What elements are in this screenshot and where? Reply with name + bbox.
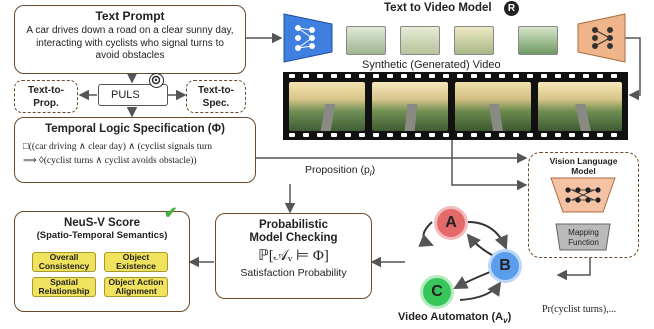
state-c: C — [420, 275, 454, 309]
state-a: A — [434, 206, 468, 240]
model-checking-formula: ℙ[𝒜ᵥ ⊨ Φ] — [258, 248, 329, 264]
tl-spec-line2: ⟹ ◊(cyclist turns ∧ cyclist avoids obsta… — [23, 156, 197, 166]
state-b-label: B — [499, 257, 511, 274]
tl-spec-line1: □((car driving ∧ clear day) ∧ (cyclist s… — [23, 142, 212, 152]
arrow-video-to-vlm — [451, 140, 528, 191]
tl-spec-box: Temporal Logic Specification (Φ) □((car … — [14, 117, 256, 183]
puls-box: PULS — [98, 84, 168, 106]
t2v-title: Text to Video Model — [384, 2, 492, 14]
video-frame-3 — [455, 82, 531, 131]
latent-frame-1 — [346, 26, 386, 55]
model-checking-caption: Satisfaction Probability — [240, 267, 347, 279]
neusv-title: NeuS-V Score — [63, 217, 141, 229]
proposition-sub: i — [369, 169, 372, 179]
mapping-function-label: Mapping Function — [568, 228, 599, 247]
text-to-spec-label: Text-to-Spec. — [198, 85, 234, 109]
automaton-label-sub: v — [503, 316, 508, 326]
vlm-title: Vision Language Model — [549, 156, 618, 176]
automaton-label-close: ) — [507, 311, 512, 323]
video-frame-4 — [538, 82, 622, 131]
text-prompt-title: Text Prompt — [95, 9, 165, 23]
text-prompt-box: Text Prompt A car drives down a road on … — [14, 5, 246, 74]
encoder-network-icon — [295, 25, 315, 51]
latent-frame-4 — [518, 26, 558, 55]
state-c-label: C — [431, 283, 443, 300]
arrow-t2v-to-video — [625, 37, 641, 101]
film-holes-top — [283, 74, 628, 79]
proposition-label: Proposition (pi) — [305, 164, 375, 178]
self-loop-a — [418, 221, 434, 247]
t2v-title-text: Text to Video Model — [384, 2, 492, 14]
automaton-label-text: Video Automaton (A — [398, 311, 504, 323]
text-prompt-body: A car drives down a road on a clear sunn… — [26, 25, 234, 61]
state-b: B — [488, 249, 522, 283]
edge-b-to-c — [453, 271, 491, 289]
edge-a-to-b — [467, 221, 508, 250]
metric-spatial-relationship: Spatial Relationship — [32, 277, 96, 297]
mapping-function-shape — [555, 223, 611, 251]
neusv-subtitle: (Spatio-Temporal Semantics) — [36, 230, 168, 241]
text-to-prop-box: Text-to-Prop. — [14, 80, 78, 113]
arrow-vlm-to-automaton — [556, 257, 591, 281]
vlm-network-icon — [565, 187, 601, 203]
metric-object-existence: Object Existence — [104, 252, 168, 272]
edge-c-to-b — [459, 281, 502, 301]
model-checking-title: Probabilistic Model Checking — [249, 219, 338, 244]
latent-frame-2 — [400, 26, 440, 55]
synthetic-video-label: Synthetic (Generated) Video — [362, 59, 501, 71]
metric-overall-consistency: Overall Consistency — [32, 252, 96, 272]
model-checking-box: Probabilistic Model Checking ℙ[𝒜ᵥ ⊨ Φ] S… — [215, 213, 372, 299]
text-to-prop-label: Text-to-Prop. — [28, 85, 64, 109]
decoder-network-icon — [592, 27, 613, 49]
metric-object-action-alignment: Object Action Alignment — [104, 277, 168, 297]
decoder-shape — [577, 13, 626, 63]
check-icon: ✔ — [164, 205, 178, 222]
latent-frame-3 — [454, 26, 494, 55]
puls-label: PULS — [111, 89, 140, 101]
tl-spec-title: Temporal Logic Specification (Φ) — [45, 123, 225, 135]
automaton-label: Video Automaton (Av) — [398, 311, 511, 325]
automaton-prob-label: Pr(cyclist turns),... — [542, 304, 617, 315]
state-a-label: A — [445, 214, 457, 231]
video-frame-1 — [289, 82, 365, 131]
proposition-close: ) — [371, 164, 376, 176]
video-frame-2 — [372, 82, 448, 131]
film-holes-bottom — [283, 133, 628, 138]
proposition-text: Proposition (p — [305, 164, 370, 176]
openai-logo-icon — [149, 73, 164, 88]
text-to-spec-box: Text-to-Spec. — [186, 80, 246, 113]
runway-logo-icon: R — [504, 1, 519, 16]
